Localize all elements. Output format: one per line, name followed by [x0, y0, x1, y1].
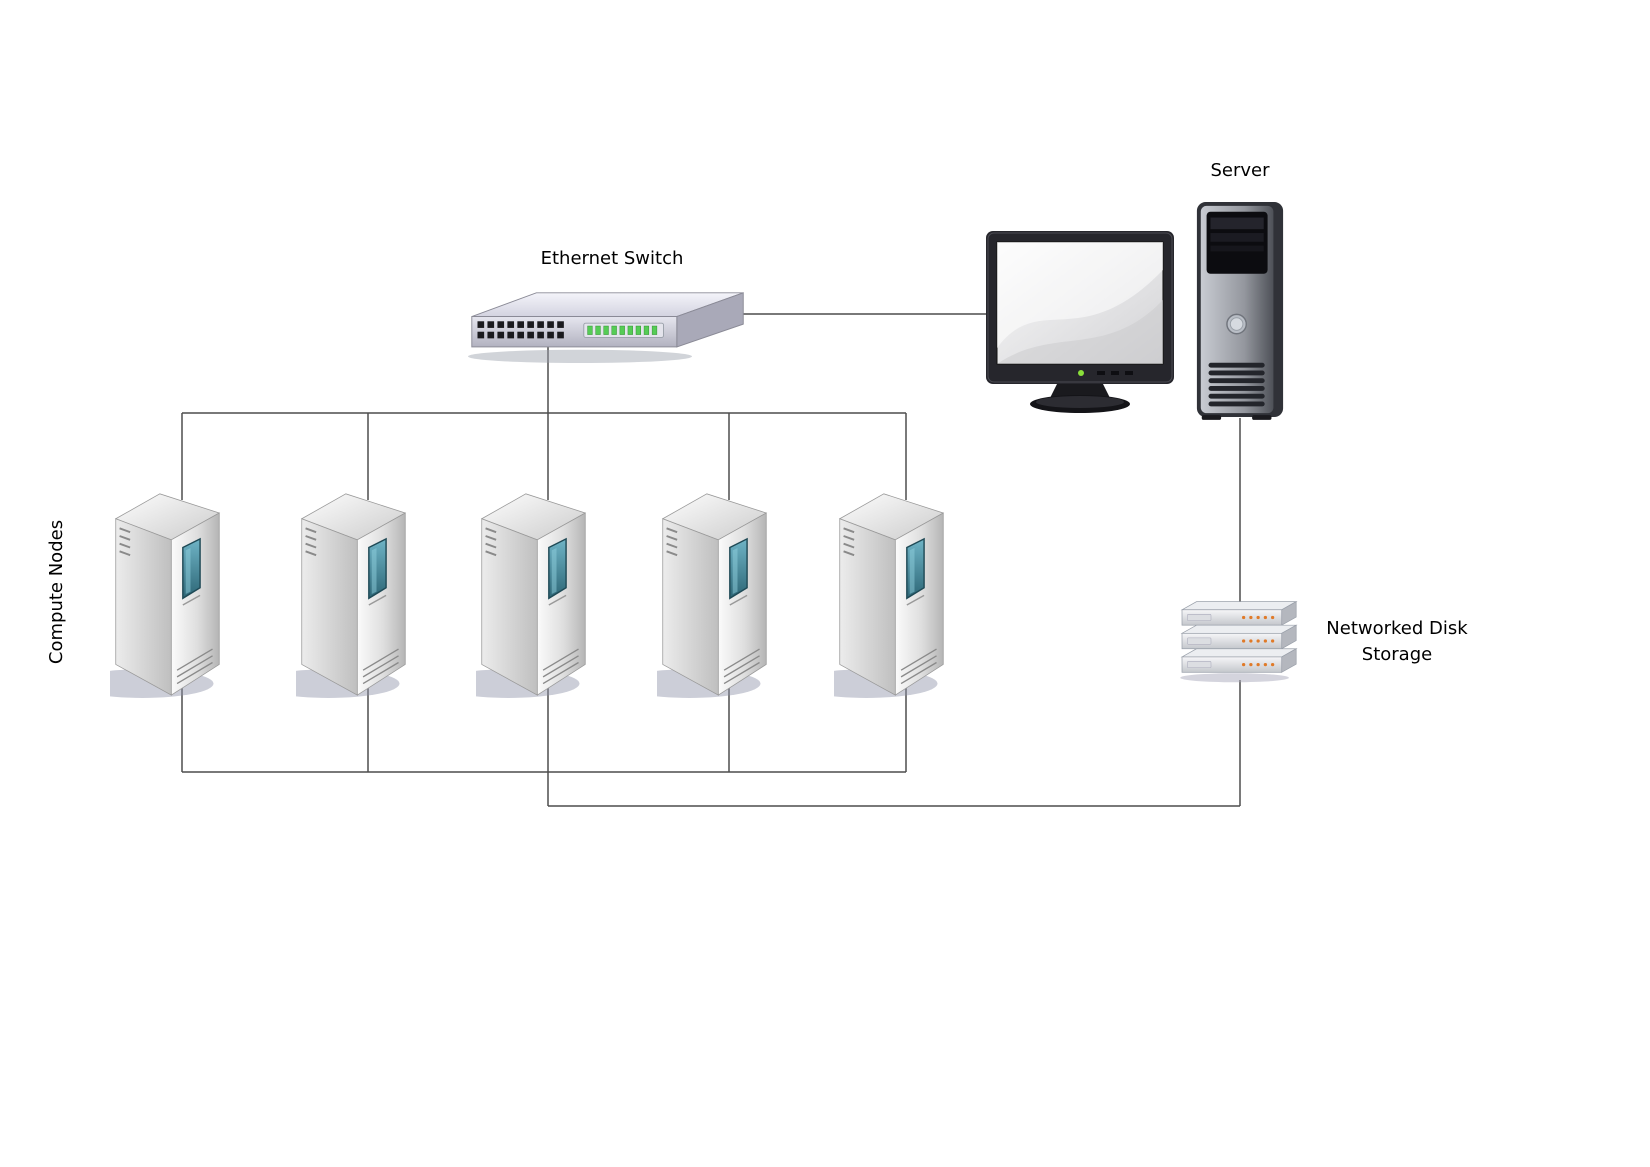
- compute-node-2: [296, 486, 411, 701]
- server-monitor-icon: [985, 230, 1175, 415]
- compute-node-3: [476, 486, 591, 701]
- compute-nodes-label: Compute Nodes: [45, 519, 67, 665]
- wire-compute-storage-bus: [181, 680, 1241, 807]
- server-tower-icon: [1194, 200, 1286, 421]
- ethernet-switch-label: Ethernet Switch: [540, 248, 684, 269]
- networked-disk-storage-label: Networked Disk Storage: [1326, 618, 1468, 666]
- server-label: Server: [1210, 160, 1270, 181]
- wire-switch-compute-bus: [181, 344, 907, 500]
- compute-node-5: [834, 486, 949, 701]
- disk-storage-icon: [1180, 598, 1300, 685]
- compute-node-1: [110, 486, 225, 701]
- ethernet-switch-icon: [468, 286, 748, 367]
- compute-node-4: [657, 486, 772, 701]
